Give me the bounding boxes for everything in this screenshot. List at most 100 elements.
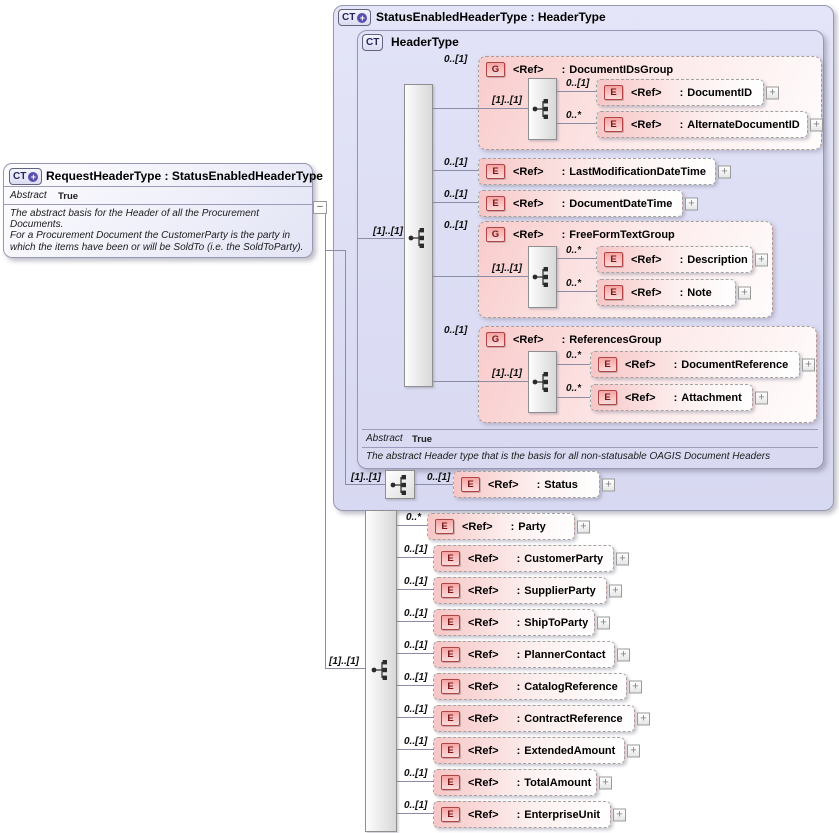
ref-label: <Ref> [462,520,493,533]
element-name: DocumentDateTime [569,197,673,210]
ref-label: <Ref> [631,286,662,299]
complextype-requestheadertype-box[interactable]: CT + RequestHeaderType : StatusEnabledHe… [3,163,323,258]
complextype-icon: CT [362,34,384,51]
element-icon: E [441,615,460,630]
expand-icon[interactable]: + [755,253,768,266]
expand-icon[interactable]: + [609,584,622,597]
element-shiptoparty[interactable]: E <Ref> : ShipToParty + [433,609,610,636]
expand-icon[interactable]: + [616,552,629,565]
sequence-icon [532,267,548,287]
cardinality-label: 0..[1] [444,220,468,231]
element-icon: E [441,679,460,694]
element-documentreference[interactable]: E <Ref> : DocumentReference + [590,351,815,378]
element-documentid[interactable]: E <Ref> : DocumentID + [596,79,779,106]
expand-icon[interactable]: + [577,520,590,533]
separator [362,447,818,448]
headertype-title: HeaderType [391,35,459,49]
expand-icon[interactable]: + [597,616,610,629]
connector-line [431,170,478,171]
connector-line [431,276,528,277]
connector-line [555,91,596,92]
element-alternatedocumentid[interactable]: E <Ref> : AlternateDocumentID + [596,111,823,138]
element-name: Attachment [681,391,742,404]
connector-line [555,364,590,365]
expand-icon[interactable]: + [718,165,731,178]
complextype-icon: CT + [9,168,43,185]
cardinality-label: 0..[1] [404,608,428,619]
expand-icon[interactable]: + [766,86,779,99]
element-enterpriseunit[interactable]: E <Ref> : EnterpriseUnit + [433,801,626,828]
group-icon: G [486,332,505,347]
sequence-compositor[interactable] [528,78,557,140]
element-name: CustomerParty [524,552,604,565]
element-totalamount[interactable]: E <Ref> : TotalAmount + [433,769,612,796]
connector-line [555,123,596,124]
expand-icon[interactable]: + [810,118,823,131]
group-name: ReferencesGroup [569,333,662,346]
expand-icon[interactable]: + [629,680,642,693]
colon: : [516,808,521,821]
element-name: ShipToParty [524,616,589,629]
expand-icon[interactable]: + [802,358,815,371]
sequence-compositor[interactable] [385,470,415,499]
element-extendedamount[interactable]: E <Ref> : ExtendedAmount + [433,737,640,764]
element-catalogreference[interactable]: E <Ref> : CatalogReference + [433,673,642,700]
colon: : [561,197,566,210]
element-name: Party [518,520,546,533]
element-lastmodificationdatetime[interactable]: E <Ref> : LastModificationDateTime + [478,158,731,185]
abstract-value: True [58,191,79,202]
element-icon: E [435,519,454,534]
cardinality-label: [1]..[1] [492,368,522,379]
element-attachment[interactable]: E <Ref> : Attachment + [590,384,768,411]
element-name: TotalAmount [524,776,592,789]
sequence-compositor[interactable] [528,246,557,308]
element-description[interactable]: E <Ref> : Description + [596,246,768,273]
separator [4,204,312,205]
statusenabledheadertype-title: StatusEnabledHeaderType : HeaderType [376,10,606,24]
colon: : [516,712,521,725]
ref-label: <Ref> [468,680,499,693]
element-status[interactable]: E <Ref> : Status + [453,471,615,498]
element-name: Note [687,286,712,299]
colon: : [510,520,515,533]
connector-line [325,213,326,669]
element-contractreference[interactable]: E <Ref> : ContractReference + [433,705,650,732]
element-supplierparty[interactable]: E <Ref> : SupplierParty + [433,577,622,604]
element-note[interactable]: E <Ref> : Note + [596,279,751,306]
colon: : [673,391,678,404]
connector-line [431,381,528,382]
expand-icon[interactable]: + [602,478,615,491]
cardinality-label: 0..* [406,512,422,523]
expand-icon[interactable]: + [738,286,751,299]
expand-icon[interactable]: + [637,712,650,725]
element-plannercontact[interactable]: E <Ref> : PlannerContact + [433,641,630,668]
cardinality-label: 0..[1] [404,640,428,651]
element-documentdatetime[interactable]: E <Ref> : DocumentDateTime + [478,190,698,217]
expand-icon[interactable]: + [755,391,768,404]
sequence-compositor[interactable] [365,510,397,832]
cardinality-label: 0..[1] [404,704,428,715]
expand-icon[interactable]: + [617,648,630,661]
connector-line [395,717,433,718]
expand-icon[interactable]: + [685,197,698,210]
element-icon: E [441,551,460,566]
cardinality-label: 0..[1] [404,736,428,747]
sequence-compositor[interactable] [528,351,557,413]
collapse-icon[interactable]: − [313,201,327,214]
sequence-compositor[interactable] [404,84,433,387]
complextype-icon: CT + [338,9,372,26]
colon: : [561,165,566,178]
ref-label: <Ref> [468,552,499,565]
element-customerparty[interactable]: E <Ref> : CustomerParty + [433,545,629,572]
ref-label: <Ref> [513,197,544,210]
expand-icon[interactable]: + [627,744,640,757]
element-icon: E [441,807,460,822]
abstract-label: Abstract [10,190,47,201]
expand-icon[interactable]: + [599,776,612,789]
element-party[interactable]: E <Ref> : Party + [427,513,590,540]
connector-line [431,202,478,203]
cardinality-label: [1]..[1] [351,472,381,483]
expand-icon[interactable]: + [613,808,626,821]
element-icon: E [441,711,460,726]
